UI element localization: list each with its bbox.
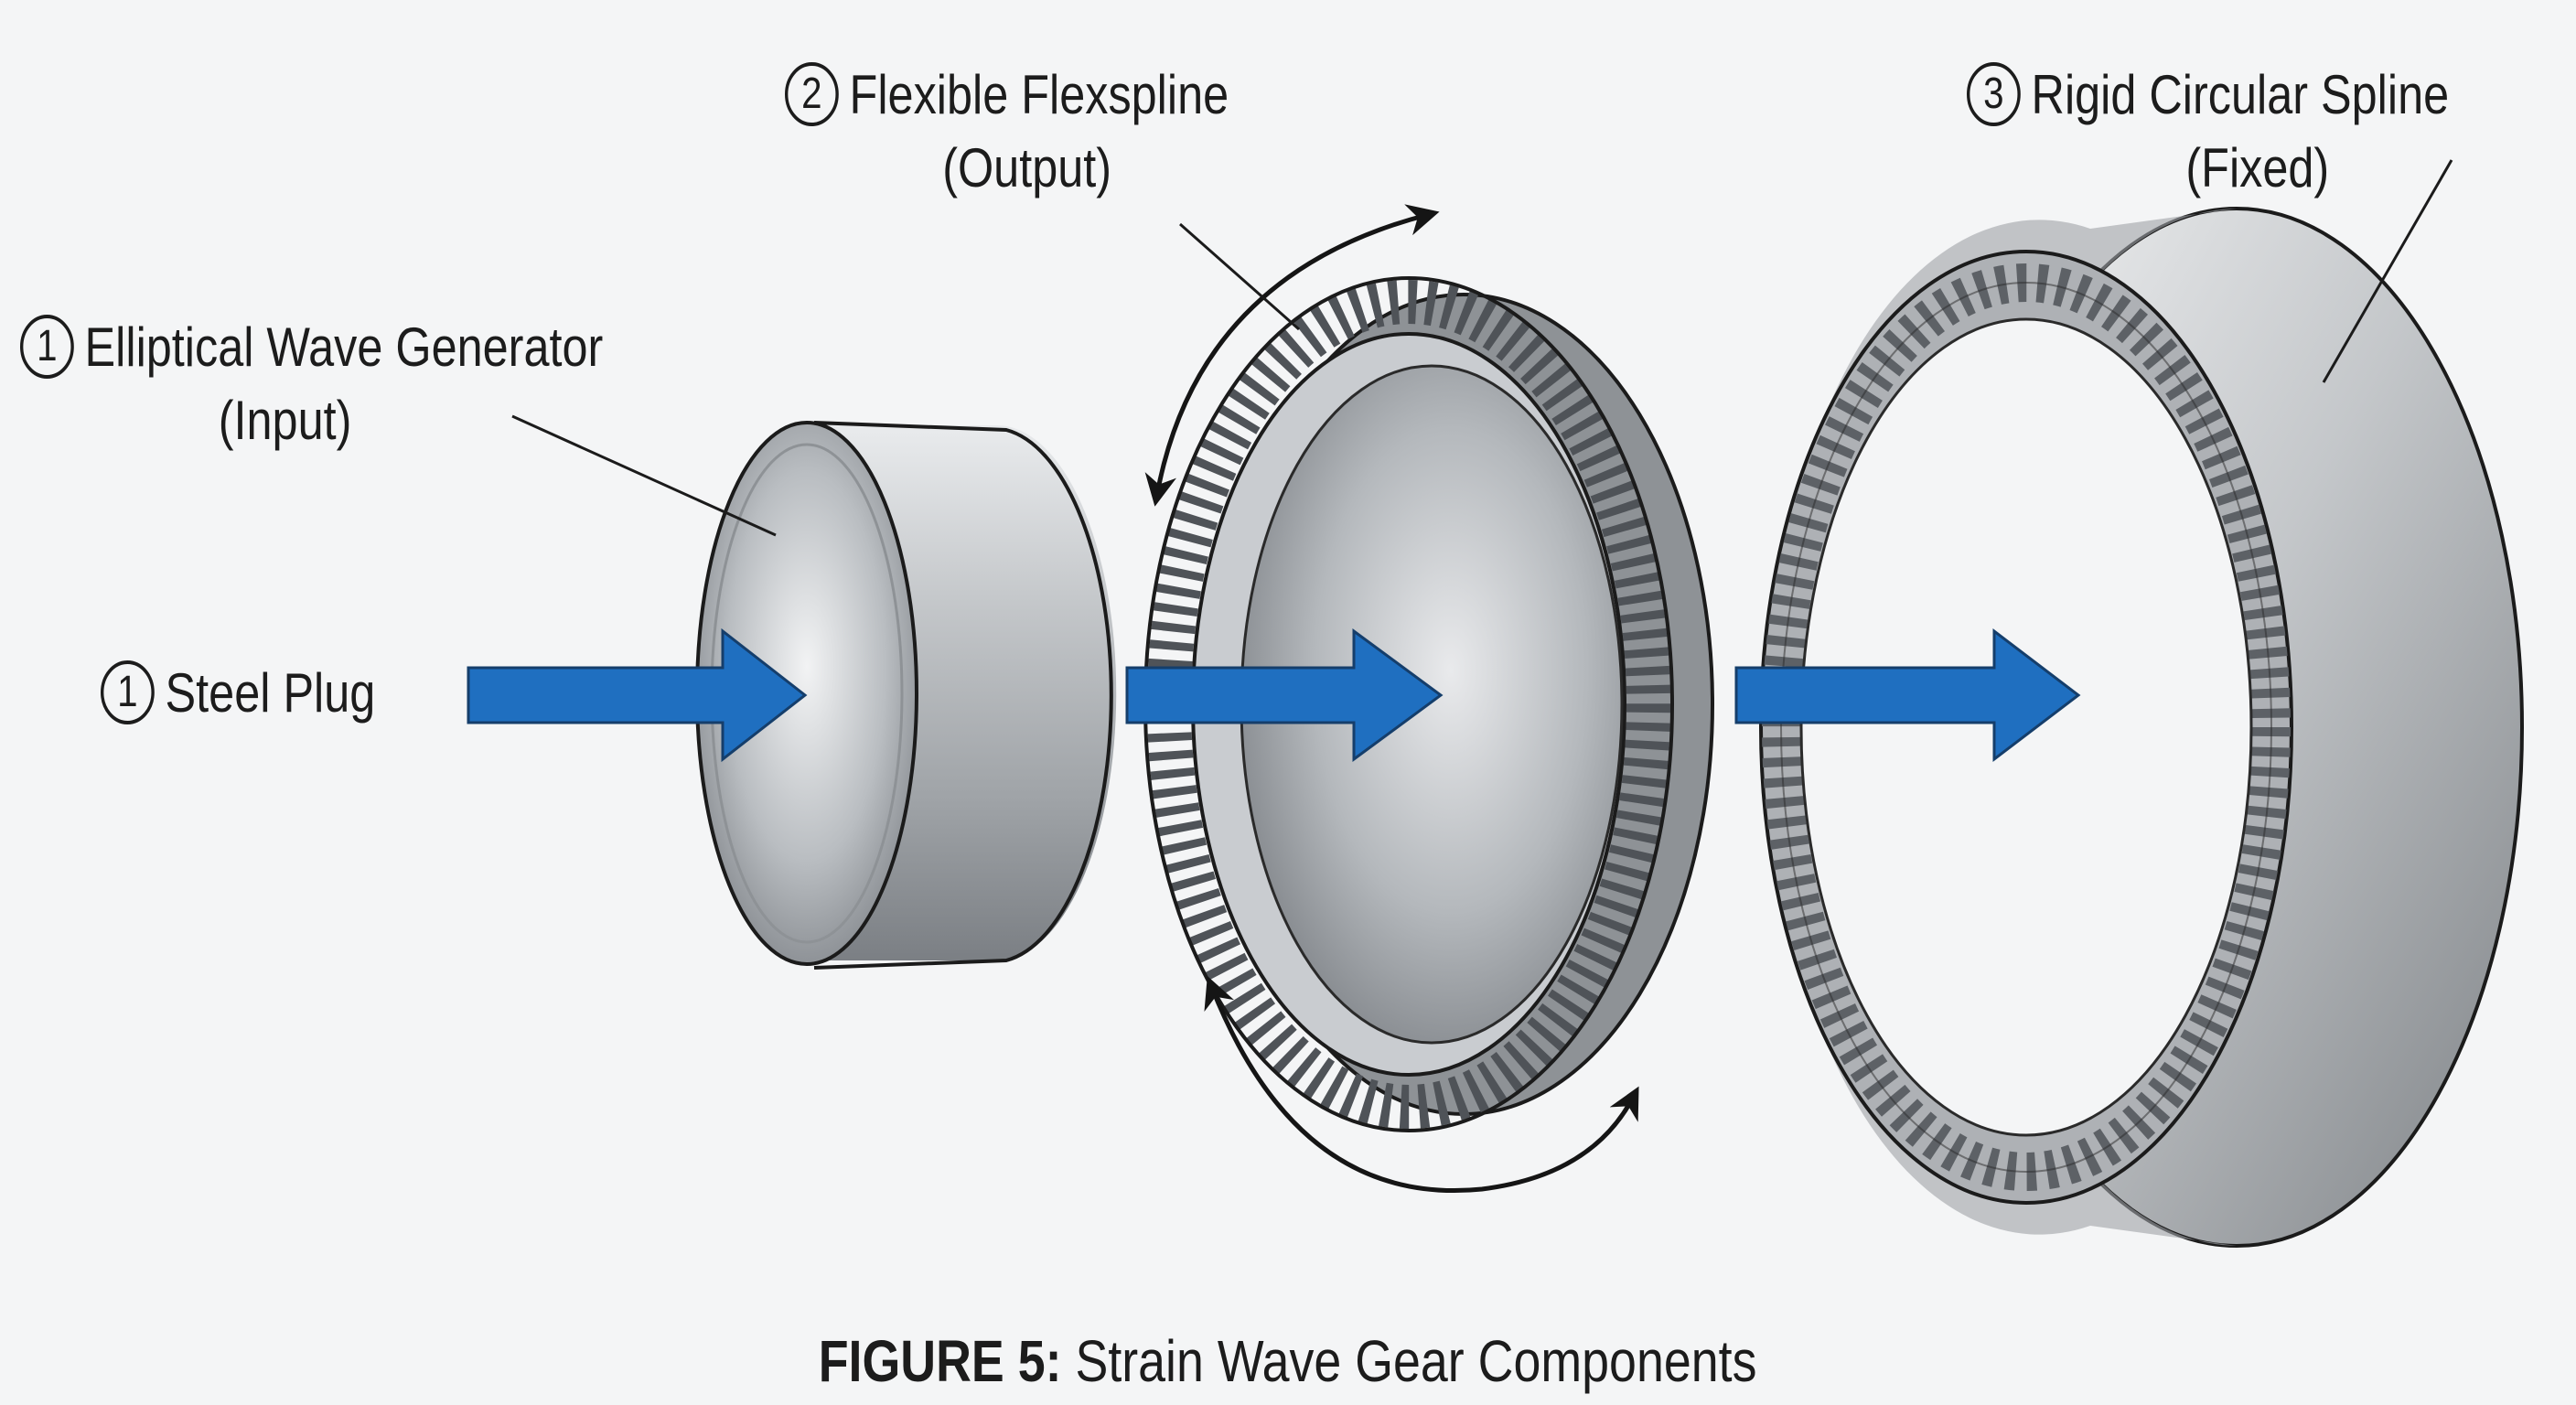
label-subtitle: (Input) <box>218 390 352 451</box>
flow-arrow <box>1734 627 2081 763</box>
rotation-arrows <box>1144 204 1639 1193</box>
callout-leader <box>2322 159 2453 383</box>
caption-text: Strain Wave Gear Components <box>1075 1328 1757 1394</box>
number-badge: 1 <box>20 315 74 379</box>
circular-spline <box>1759 207 2524 1248</box>
label-title: Elliptical Wave Generator <box>84 316 604 378</box>
callout-leader <box>511 414 777 537</box>
label-title: Rigid Circular Spline <box>2031 64 2450 125</box>
flow-arrow <box>467 627 808 763</box>
caption-prefix: FIGURE 5: <box>819 1328 1062 1394</box>
number-badge: 1 <box>101 660 155 724</box>
wave-generator-plug <box>695 421 1117 970</box>
rotation-arrow <box>1204 975 1639 1193</box>
callout-leader <box>1179 222 1300 331</box>
flow-arrows <box>467 627 2081 763</box>
label-title: Flexible Flexspline <box>849 64 1229 125</box>
label-subtitle: (Output) <box>942 137 1112 198</box>
rotation-arrow <box>1144 204 1440 507</box>
number-badge: 3 <box>1967 62 2021 126</box>
label-subtitle: (Fixed) <box>2185 137 2330 198</box>
figure-caption: FIGURE 5: Strain Wave Gear Components <box>0 1325 2576 1398</box>
callout-leaders <box>511 159 2453 537</box>
label-title: Steel Plug <box>165 662 376 724</box>
flow-arrow <box>1125 628 1444 762</box>
number-badge: 2 <box>785 62 839 126</box>
